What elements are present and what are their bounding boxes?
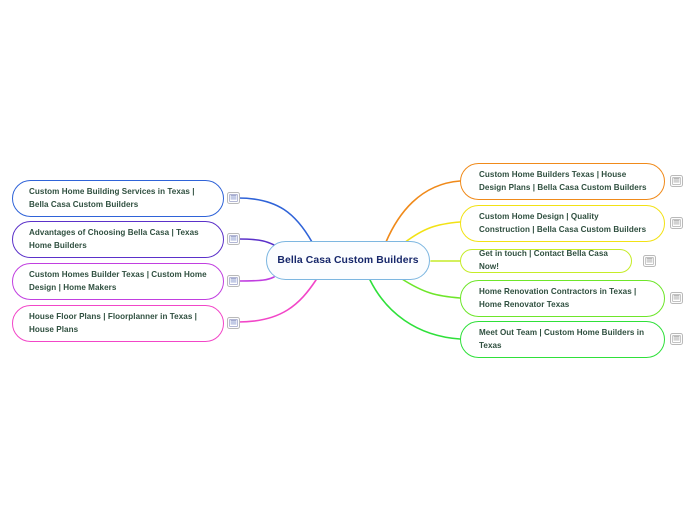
node-label: Home Renovation Contractors in Texas | H… [479, 286, 637, 309]
page-window-icon[interactable] [643, 255, 656, 267]
page-window-icon[interactable] [227, 317, 240, 329]
mindmap-node-right-3[interactable]: Home Renovation Contractors in Texas | H… [460, 280, 665, 317]
page-window-icon[interactable] [670, 333, 683, 345]
mindmap-node-right-0[interactable]: Custom Home Builders Texas | House Desig… [460, 163, 665, 200]
page-window-icon[interactable] [227, 233, 240, 245]
node-label: Custom Home Builders Texas | House Desig… [479, 169, 647, 192]
page-window-icon[interactable] [227, 275, 240, 287]
connector-right-4 [369, 279, 461, 340]
mindmap-node-left-2[interactable]: Custom Homes Builder Texas | Custom Home… [12, 263, 224, 300]
mindmap-node-left-1[interactable]: Advantages of Choosing Bella Casa | Texa… [12, 221, 224, 258]
connector-right-1 [403, 221, 461, 244]
connector-left-1 [237, 238, 275, 246]
node-label: Get in touch | Contact Bella Casa Now! [479, 249, 608, 271]
node-label: Advantages of Choosing Bella Casa | Texa… [29, 227, 199, 250]
mindmap-node-left-3[interactable]: House Floor Plans | Floorplanner in Texa… [12, 305, 224, 342]
node-label: Meet Out Team | Custom Home Builders in … [479, 327, 645, 350]
center-node-label: Bella Casa Custom Builders [277, 255, 419, 266]
connector-right-3 [401, 278, 461, 299]
page-window-icon[interactable] [227, 192, 240, 204]
node-label: Custom Home Building Services in Texas |… [29, 186, 195, 209]
connector-left-2 [237, 276, 275, 282]
mindmap-node-left-0[interactable]: Custom Home Building Services in Texas |… [12, 180, 224, 217]
page-window-icon[interactable] [670, 217, 683, 229]
page-window-icon[interactable] [670, 175, 683, 187]
node-label: Custom Home Design | Quality Constructio… [479, 211, 647, 234]
node-label: House Floor Plans | Floorplanner in Texa… [29, 311, 197, 334]
mindmap-node-right-1[interactable]: Custom Home Design | Quality Constructio… [460, 205, 665, 242]
node-label: Custom Homes Builder Texas | Custom Home… [29, 269, 207, 292]
mindmap-center-node[interactable]: Bella Casa Custom Builders [266, 241, 430, 280]
page-window-icon[interactable] [670, 292, 683, 304]
connector-right-0 [385, 180, 461, 243]
connector-left-3 [237, 279, 317, 323]
connector-left-0 [237, 197, 313, 243]
mindmap-node-right-2[interactable]: Get in touch | Contact Bella Casa Now! [460, 249, 632, 273]
mindmap-node-right-4[interactable]: Meet Out Team | Custom Home Builders in … [460, 321, 665, 358]
